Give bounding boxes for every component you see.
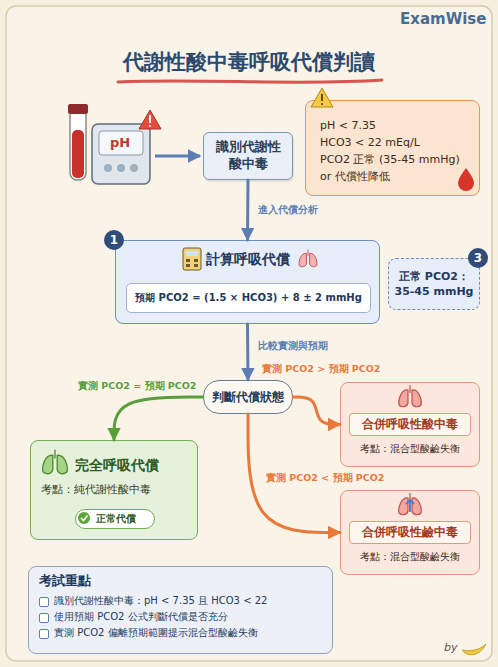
box-text: 使用預期 PCO2 公式判斷代償是否充分 — [39, 609, 322, 625]
process-box: 識別代謝性酸中毒 — [203, 132, 293, 180]
blood-drop — [458, 168, 474, 191]
edge-label: 實測 PCO2 = 預期 PCO2 — [78, 380, 196, 393]
edge-label: 實測 PCO2 < 預期 PCO2 — [266, 472, 384, 485]
calculator-icon — [183, 248, 201, 270]
box-heading: 預期 PCO2 = (1.5 × HCO3) + 8 ± 2 mmHg — [135, 291, 362, 305]
warning-dot — [321, 103, 323, 105]
summary-box: 考試重點識別代謝性酸中毒：pH < 7.35 且 HCO3 < 22使用預期 P… — [28, 566, 333, 654]
warning-dot — [149, 125, 151, 127]
warning-icon — [311, 88, 333, 107]
status-badge: 正常代償 — [75, 509, 155, 529]
meter-button — [117, 164, 125, 172]
signature: by — [444, 641, 458, 654]
connector-group — [114, 180, 340, 533]
edge-label: 進入代償分析 — [258, 204, 318, 217]
flow-arrow — [246, 324, 250, 380]
reference-box: 正常 PCO2：35-45 mmHg — [388, 258, 480, 310]
lung-icon — [299, 249, 317, 266]
box-heading: 計算呼吸代償 — [116, 251, 379, 269]
calculator-key — [194, 259, 198, 262]
box-heading: 完全呼吸代償 — [41, 455, 189, 475]
box-text: 考點：混合型酸鹼失衡 — [349, 550, 471, 564]
process-box: 計算呼吸代償預期 PCO2 = (1.5 × HCO3) + 8 ± 2 mmH… — [115, 240, 380, 324]
box-text: 考點：混合型酸鹼失衡 — [349, 442, 471, 456]
meter-reading: pH — [110, 135, 130, 150]
box-heading: pH < 7.35 — [320, 117, 469, 134]
flow-arrow — [114, 397, 203, 440]
calculator-key — [186, 264, 190, 267]
box-text: or 代償性降低 — [320, 168, 469, 185]
check-icon — [78, 512, 90, 524]
check-mark — [81, 516, 88, 521]
decision-box: 判斷代償狀態 — [203, 380, 293, 414]
result-box: 完全呼吸代償考點：純代謝性酸中毒正常代償 — [30, 440, 198, 540]
box-text: 考點：純代謝性酸中毒 — [41, 483, 189, 497]
meter-button — [130, 164, 138, 172]
calculator-screen — [186, 251, 198, 256]
page-frame — [6, 6, 492, 661]
title-underline — [118, 80, 382, 82]
box-heading: 判斷代償狀態 — [212, 389, 284, 406]
box-heading: 考試重點 — [39, 573, 322, 590]
calculator-key — [186, 259, 190, 262]
blood-tube — [70, 108, 86, 180]
box-text: 35-45 mmHg — [394, 284, 473, 299]
box-heading: 正常 PCO2： — [399, 269, 469, 284]
brand-name: ExamWise — [400, 10, 486, 28]
meter-button — [104, 164, 112, 172]
banana-icon — [462, 644, 486, 655]
up-arrow-icon — [406, 500, 414, 512]
box-heading: 合併呼吸性酸中毒 — [349, 413, 471, 436]
box-text: 識別代謝性酸中毒：pH < 7.35 且 HCO3 < 22 — [39, 593, 322, 609]
flow-arrow — [246, 180, 250, 240]
result-box: 合併呼吸性鹼中毒考點：混合型酸鹼失衡 — [340, 490, 480, 575]
formula-box: 預期 PCO2 = (1.5 × HCO3) + 8 ± 2 mmHg — [126, 283, 371, 313]
leader-arrow — [155, 155, 200, 158]
tube-cap — [68, 104, 88, 114]
box-text: HCO3 < 22 mEq/L — [320, 134, 469, 151]
lung-icon — [399, 385, 421, 407]
flow-arrow — [293, 397, 340, 425]
warning-icon — [139, 110, 161, 129]
result-box: 合併呼吸性酸中毒考點：混合型酸鹼失衡 — [340, 382, 480, 467]
meter-screen — [99, 131, 143, 155]
box-text: 實測 PCO2 偏離預期範圍提示混合型酸鹼失衡 — [39, 625, 322, 641]
blood-fill — [72, 130, 84, 178]
warning-mark — [321, 94, 323, 101]
edge-label: 比較實測與預期 — [258, 340, 328, 353]
warning-mark — [149, 115, 151, 123]
criteria-box: pH < 7.35HCO3 < 22 mEq/LPCO2 正常 (35-45 m… — [305, 100, 480, 196]
box-heading: 正常代償 — [96, 512, 136, 526]
box-heading: 識別代謝性酸中毒 — [214, 139, 282, 173]
diagram-title: 代謝性酸中毒呼吸代償判讀 — [0, 48, 498, 76]
calculator-key — [194, 264, 198, 267]
box-text: PCO2 正常 (35-45 mmHg) — [320, 151, 469, 168]
flow-arrow — [248, 414, 340, 533]
lung-icon — [399, 493, 421, 515]
box-heading: 合併呼吸性鹼中毒 — [349, 521, 471, 544]
lung-icon — [43, 450, 68, 474]
edge-label: 實測 PCO2 > 預期 PCO2 — [262, 363, 380, 376]
ph-meter — [92, 124, 150, 184]
